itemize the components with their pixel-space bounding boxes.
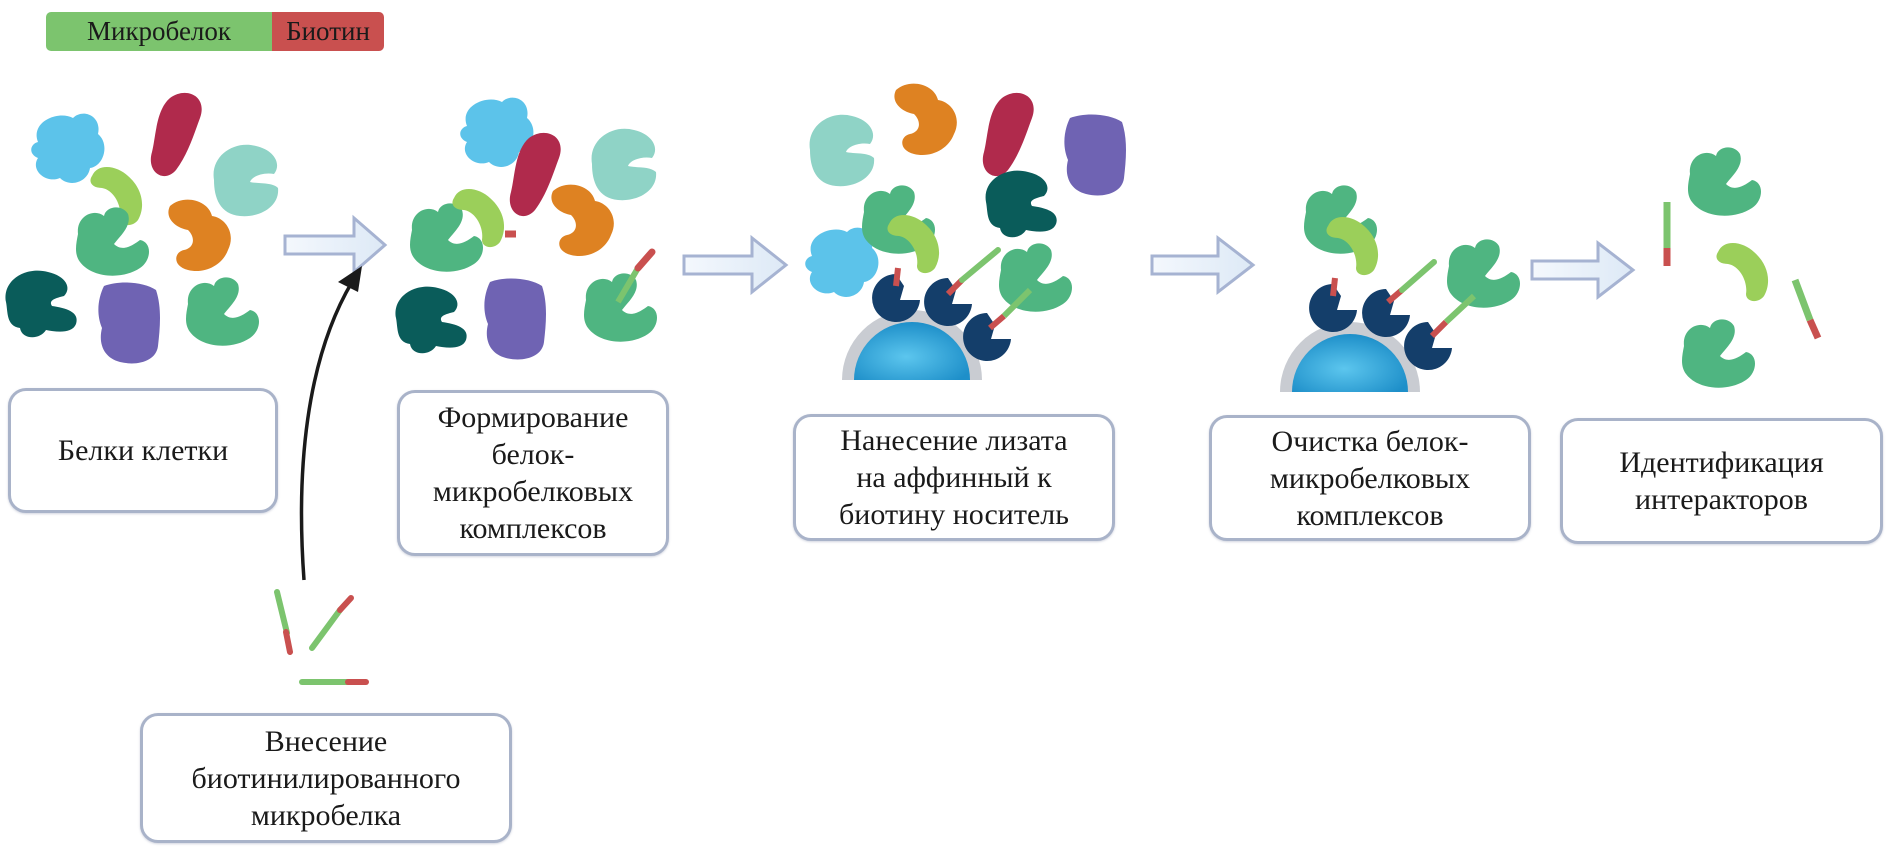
step-label: Формирование белок- микробелковых компле…: [432, 401, 634, 545]
step4-complexes: [1280, 185, 1520, 392]
protein-teal: [395, 286, 467, 354]
protein-purple: [98, 282, 160, 364]
arrow-step1-to-step2: [283, 214, 388, 276]
protein-green: [1688, 147, 1761, 216]
step-box-add-biotinylated-microprotein: Внесение биотинилированного микробелка: [140, 713, 512, 843]
step3-bead: [842, 247, 1033, 380]
protein-teal: [5, 270, 77, 338]
protein-crimson: [150, 92, 202, 177]
protein-orange: [168, 199, 231, 272]
input-microproteins: [274, 589, 369, 685]
step-label: Идентификация интеракторов: [1619, 446, 1824, 516]
protein-green-2: [186, 277, 259, 346]
arrow-step3-to-step4: [1150, 234, 1256, 296]
protein-green-2: [999, 243, 1072, 312]
protein-green-bound: [584, 273, 657, 342]
protein-crimson: [982, 92, 1034, 177]
arrow-step4-to-step5: [1530, 239, 1636, 301]
step-box-lysate-application: Нанесение лизата на аффинный к биотину н…: [793, 414, 1115, 541]
protein-purple: [484, 278, 546, 360]
step1-proteins: [5, 92, 279, 364]
protein-teal: [985, 170, 1057, 238]
protein-mint: [213, 144, 279, 217]
protein-orange: [894, 83, 957, 156]
arrow-step2-to-step3: [682, 234, 789, 296]
legend-microprotein: Микробелок: [46, 12, 272, 51]
protein-green-2: [1682, 319, 1755, 388]
step-label: Внесение биотинилированного микробелка: [191, 724, 461, 832]
legend-biotin: Биотин: [272, 12, 384, 51]
step-label: Очистка белок- микробелковых комплексов: [1269, 424, 1471, 532]
step-box-interactor-identification: Идентификация интеракторов: [1560, 418, 1883, 544]
input-arrowhead: [338, 266, 362, 292]
step-box-complex-purification: Очистка белок- микробелковых комплексов: [1209, 415, 1531, 541]
step5-interactors: [1663, 147, 1822, 388]
step-label: Белки клетки: [57, 434, 229, 467]
legend: Микробелок Биотин: [46, 12, 384, 51]
input-arrow: [299, 281, 354, 581]
protein-mint: [591, 128, 657, 201]
step-box-complex-formation: Формирование белок- микробелковых компле…: [397, 390, 669, 556]
protein-purple: [1064, 114, 1126, 196]
step2-proteins: [395, 97, 657, 360]
step-label: Нанесение лизата на аффинный к биотину н…: [839, 424, 1069, 531]
protein-sky: [31, 113, 105, 183]
protein-green-2: [1447, 239, 1520, 308]
protein-mint: [809, 114, 875, 187]
step-box-cell-proteins: Белки клетки: [8, 388, 278, 513]
protein-lime: [1716, 242, 1769, 302]
